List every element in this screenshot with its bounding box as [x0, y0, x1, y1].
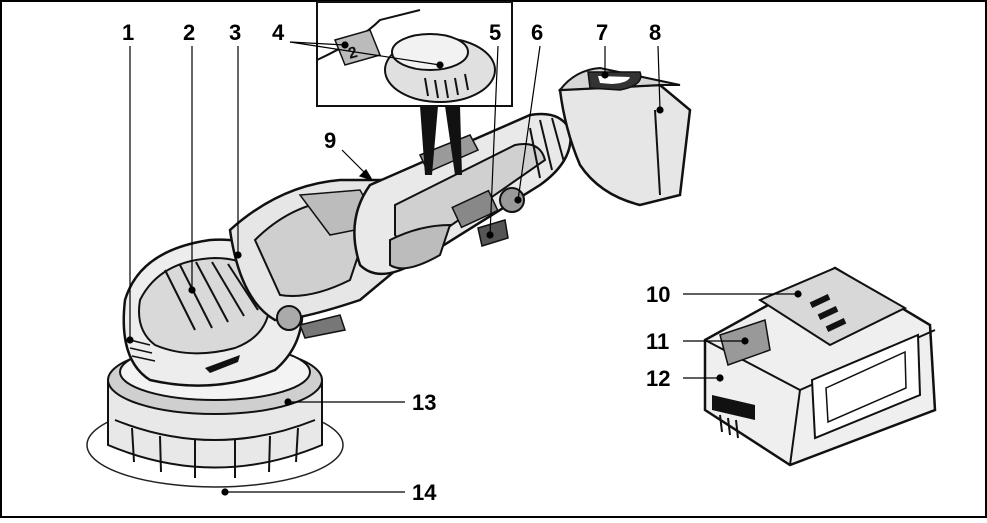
battery-mount	[557, 66, 692, 207]
callout-3: 3	[229, 20, 241, 45]
battery-pack	[703, 266, 937, 467]
handle	[353, 112, 572, 276]
callout-5: 5	[489, 20, 501, 45]
leader-lines	[126, 41, 802, 496]
callout-7: 7	[596, 20, 608, 45]
callout-13: 13	[412, 390, 436, 415]
callout-1: 1	[122, 20, 134, 45]
callout-6: 6	[531, 20, 543, 45]
callout-11: 11	[646, 329, 669, 354]
callout-2: 2	[183, 20, 195, 45]
callout-10: 10	[646, 282, 670, 307]
inset-detail: 2	[316, 1, 513, 175]
svg-text:2: 2	[346, 44, 359, 63]
callout-9: 9	[324, 128, 336, 153]
callout-12: 12	[646, 366, 670, 391]
callout-labels: 1 2 3 4 5 6 7 8 9 10 11 12 13 14	[122, 20, 670, 505]
callout-4: 4	[272, 20, 285, 45]
callout-14: 14	[412, 480, 437, 505]
callout-8: 8	[649, 20, 661, 45]
